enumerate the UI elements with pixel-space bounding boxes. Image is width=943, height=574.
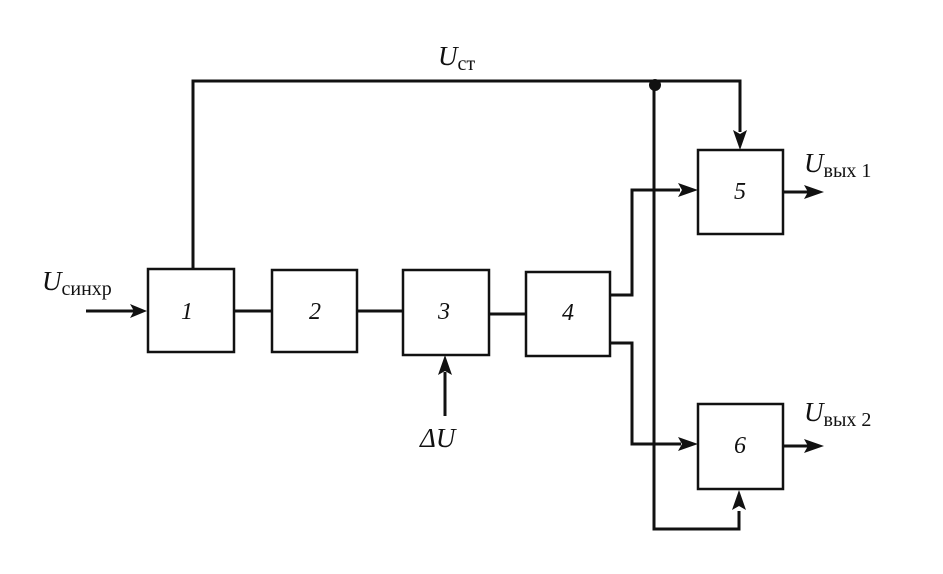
block-2-frame [270,268,359,354]
label-delta-u: ΔU [419,423,457,453]
arrowheads [130,130,824,510]
arrow-out2 [804,439,824,453]
label-u-out2: Uвых 2 [804,397,871,431]
block-4-frame [524,270,612,358]
block-6-label: 6 [734,433,746,459]
block-3-label: 3 [437,299,450,325]
arrow-into-block-5-left [678,183,698,197]
block-5-label: 5 [734,179,746,205]
label-u-st: Uст [438,41,475,75]
block-3: 3 [401,268,491,357]
label-u-st-subscript: ст [458,53,476,75]
block-3-frame [401,268,491,357]
junction-dot [649,79,661,91]
label-u-synch: Uсинхр [42,266,112,300]
arrow-into-block-6-bottom [732,490,746,510]
wire-4-6 [610,341,681,446]
wire-4-5 [610,188,680,297]
arrow-into-block-3-bottom [438,355,452,375]
arrow-into-block-1 [130,304,147,318]
label-u-out1-symbol: U [804,148,825,178]
block-2-label: 2 [309,299,321,325]
block-5-frame [696,148,785,236]
block-6-frame [696,402,785,491]
arrow-into-block-6-left [678,437,698,451]
label-u-out1-subscript: вых 1 [824,160,872,182]
arrow-out1 [804,185,824,199]
block-1: 1 [146,267,236,354]
block-1-label: 1 [181,299,193,325]
label-u-synch-symbol: U [42,266,63,296]
block-2: 2 [270,268,359,354]
block-1-frame [146,267,236,354]
label-u-synch-subscript: синхр [62,278,112,300]
label-u-st-symbol: U [438,41,459,71]
block-5: 5 [696,148,785,236]
block-6: 6 [696,402,785,491]
wire-u-st-bus [191,79,742,269]
connection-wires [86,79,808,531]
label-u-out1: Uвых 1 [804,148,871,182]
arrow-into-block-5-top [733,130,747,150]
wire-u-st-down [652,81,741,531]
label-u-out2-subscript: вых 2 [824,409,872,431]
block-4-label: 4 [562,300,574,326]
block-4: 4 [524,270,612,358]
label-u-out2-symbol: U [804,397,825,427]
